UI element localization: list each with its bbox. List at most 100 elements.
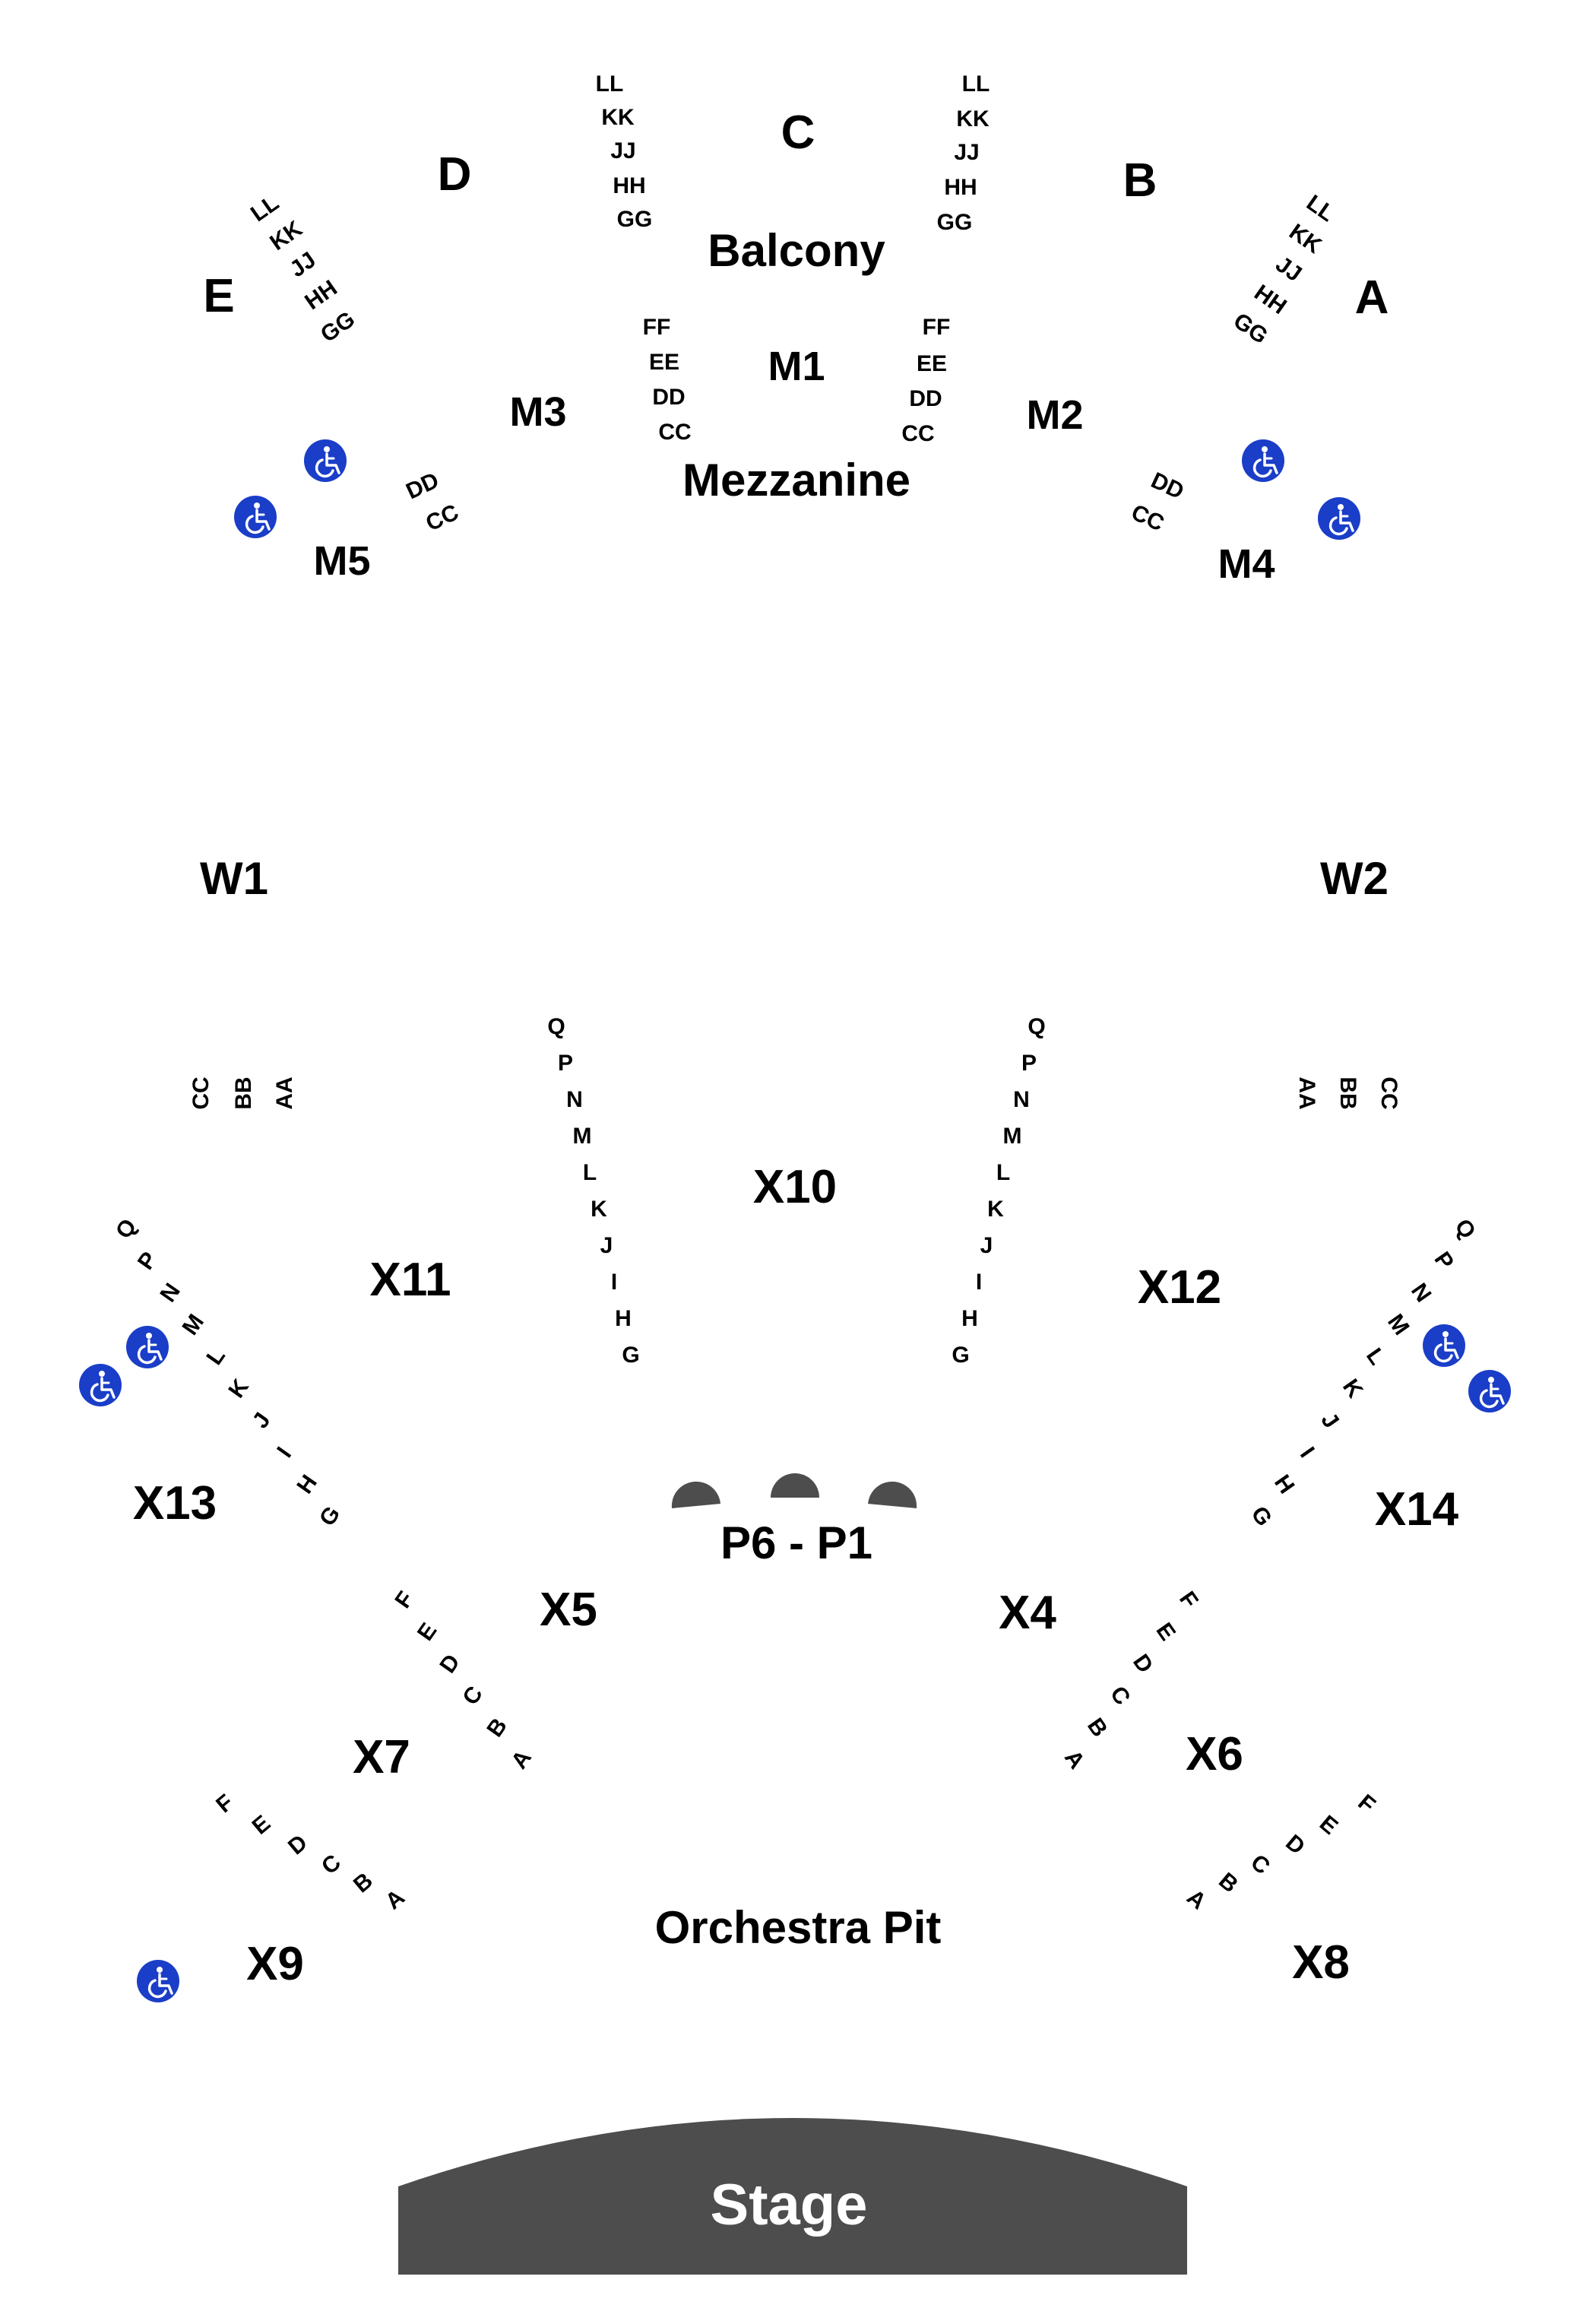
row-label: LL	[246, 190, 283, 227]
section-w1[interactable]: W1	[200, 853, 268, 904]
section-x6[interactable]: X6	[1186, 1728, 1243, 1780]
pit-seat-marker	[868, 1481, 917, 1508]
section-m2[interactable]: M2	[1026, 392, 1083, 438]
x9-rows: F E D C B A	[211, 1790, 410, 1914]
x4-rows: F E D C B A	[1059, 1587, 1203, 1774]
row-label: G	[952, 1343, 969, 1368]
section-c[interactable]: C	[781, 106, 815, 159]
mezzanine-right-rows: FF EE DD CC	[901, 315, 950, 446]
section-x8[interactable]: X8	[1292, 1936, 1350, 1989]
stage-shape	[398, 2118, 1187, 2275]
section-x13[interactable]: X13	[133, 1477, 217, 1530]
section-x10[interactable]: X10	[753, 1161, 837, 1213]
balcony-far-right-rows: LL KK JJ HH GG	[1229, 190, 1339, 349]
section-pit-seats[interactable]: P6 - P1	[720, 1517, 872, 1568]
row-label: JJ	[285, 247, 320, 282]
wheelchair-accessible-icon	[125, 1324, 170, 1370]
section-x5[interactable]: X5	[540, 1584, 597, 1636]
balcony-label: Balcony	[708, 225, 885, 276]
pit-seat-markers	[671, 1473, 917, 1508]
row-label: K	[591, 1197, 607, 1222]
row-label: F	[1353, 1790, 1379, 1818]
section-x9[interactable]: X9	[246, 1938, 304, 1990]
row-label: DD	[909, 386, 942, 411]
row-label: GG	[316, 306, 359, 347]
row-label: JJ	[1271, 252, 1306, 287]
row-label: A	[506, 1745, 536, 1774]
row-label: K	[1338, 1374, 1368, 1403]
row-label: F	[390, 1587, 419, 1613]
row-label: B	[1082, 1714, 1112, 1742]
section-x11[interactable]: X11	[370, 1254, 451, 1306]
row-label: N	[1013, 1087, 1030, 1112]
row-label: I	[272, 1443, 296, 1463]
row-label: F	[1174, 1587, 1203, 1613]
row-label: GG	[937, 210, 973, 235]
orchestra-pit-label: Orchestra Pit	[655, 1902, 942, 1953]
row-label: B	[482, 1714, 511, 1742]
row-label: D	[1281, 1830, 1309, 1860]
section-m3[interactable]: M3	[509, 389, 566, 435]
wheelchair-accessible-icon	[302, 438, 348, 484]
row-label: EE	[649, 350, 679, 375]
row-label: M	[178, 1310, 209, 1340]
row-label: E	[248, 1811, 276, 1840]
row-label: N	[566, 1087, 583, 1112]
row-label: CC	[1127, 499, 1167, 536]
section-x4[interactable]: X4	[999, 1587, 1056, 1639]
row-label: J	[1316, 1408, 1344, 1433]
row-label: E	[1315, 1811, 1343, 1840]
mezzanine-label: Mezzanine	[682, 455, 910, 506]
section-e[interactable]: E	[203, 270, 234, 322]
x10-left-rows: Q P N M L K J I H G	[547, 1014, 639, 1368]
box-left-rows: CC BB AA	[188, 1076, 297, 1109]
section-a[interactable]: A	[1355, 271, 1389, 324]
row-label: M	[1382, 1310, 1414, 1340]
row-label: LL	[596, 71, 624, 97]
row-label: M	[1003, 1124, 1022, 1149]
wheelchair-accessible-icon	[233, 494, 278, 540]
section-m5[interactable]: M5	[313, 538, 370, 584]
row-label: BB	[1335, 1076, 1360, 1109]
section-x7[interactable]: X7	[353, 1731, 410, 1783]
row-label: C	[1105, 1682, 1135, 1710]
mezzanine-far-left-rows: DD CC	[402, 468, 462, 536]
row-label: A	[381, 1885, 410, 1914]
row-label: K	[987, 1197, 1004, 1222]
row-label: C	[1246, 1850, 1275, 1879]
row-label: DD	[652, 385, 685, 410]
row-label: L	[201, 1344, 230, 1370]
section-b[interactable]: B	[1123, 154, 1157, 207]
row-label: Q	[111, 1215, 141, 1244]
stage: Stage	[398, 2118, 1187, 2275]
section-w2[interactable]: W2	[1320, 853, 1389, 904]
section-x14[interactable]: X14	[1375, 1483, 1459, 1536]
balcony-right-rows: LL KK JJ HH GG	[937, 71, 990, 235]
balcony-left-rows: LL KK JJ HH GG	[596, 71, 653, 232]
row-label: JJ	[610, 138, 635, 163]
row-label: AA	[272, 1076, 297, 1109]
row-label: B	[1214, 1868, 1243, 1898]
row-label: CC	[1376, 1076, 1401, 1109]
row-label: GG	[617, 207, 653, 232]
row-label: E	[1151, 1619, 1181, 1645]
stage-label: Stage	[711, 2173, 868, 2237]
section-d[interactable]: D	[438, 148, 472, 201]
section-m1[interactable]: M1	[768, 344, 825, 389]
row-label: P	[133, 1248, 163, 1274]
row-label: BB	[231, 1076, 256, 1109]
section-x12[interactable]: X12	[1138, 1261, 1221, 1314]
row-label: H	[292, 1470, 321, 1498]
row-label: G	[622, 1343, 639, 1368]
row-label: H	[961, 1306, 978, 1331]
row-label: CC	[188, 1076, 214, 1109]
x5-rows: F E D C B A	[390, 1587, 537, 1774]
wheelchair-accessible-icon	[135, 1958, 181, 2004]
section-m4[interactable]: M4	[1218, 541, 1275, 587]
mezzanine-far-right-rows: DD CC	[1127, 468, 1187, 536]
row-label: AA	[1294, 1076, 1319, 1109]
wheelchair-accessible-icon	[1316, 496, 1362, 541]
row-label: D	[435, 1650, 464, 1678]
wheelchair-accessible-icon	[1240, 438, 1286, 484]
